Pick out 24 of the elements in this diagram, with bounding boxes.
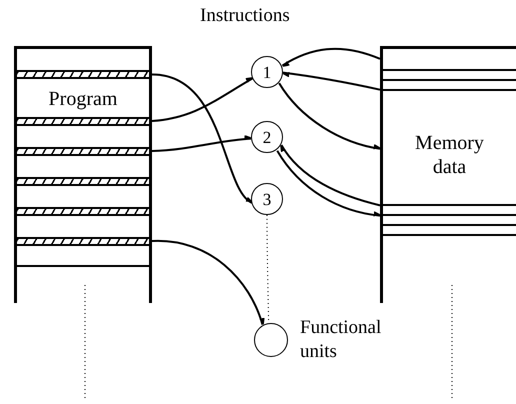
hatched-slot (17, 70, 149, 79)
column-label: Memory data (414, 131, 485, 179)
arrow (152, 134, 252, 152)
step-number: 1 (262, 64, 272, 80)
arrow (152, 240, 265, 326)
hatched-slot (17, 147, 149, 156)
heading-label: Instructions (200, 4, 290, 28)
arrow (282, 48, 380, 67)
step-number: 2 (262, 128, 272, 146)
hatched-slot (17, 177, 149, 186)
memory-column (380, 46, 516, 303)
arrow (282, 70, 380, 91)
arrow (152, 74, 254, 204)
column-label: Program (48, 87, 118, 111)
arrow (152, 77, 254, 122)
hatched-slot (17, 117, 149, 126)
hatched-slot (17, 207, 149, 216)
arrow (280, 144, 380, 206)
node-caption: Functional units (300, 316, 382, 364)
program-column (14, 46, 152, 303)
arrow (278, 82, 381, 150)
step-number: 3 (262, 190, 272, 208)
hatched-slot (17, 237, 149, 246)
arrow (276, 150, 381, 218)
